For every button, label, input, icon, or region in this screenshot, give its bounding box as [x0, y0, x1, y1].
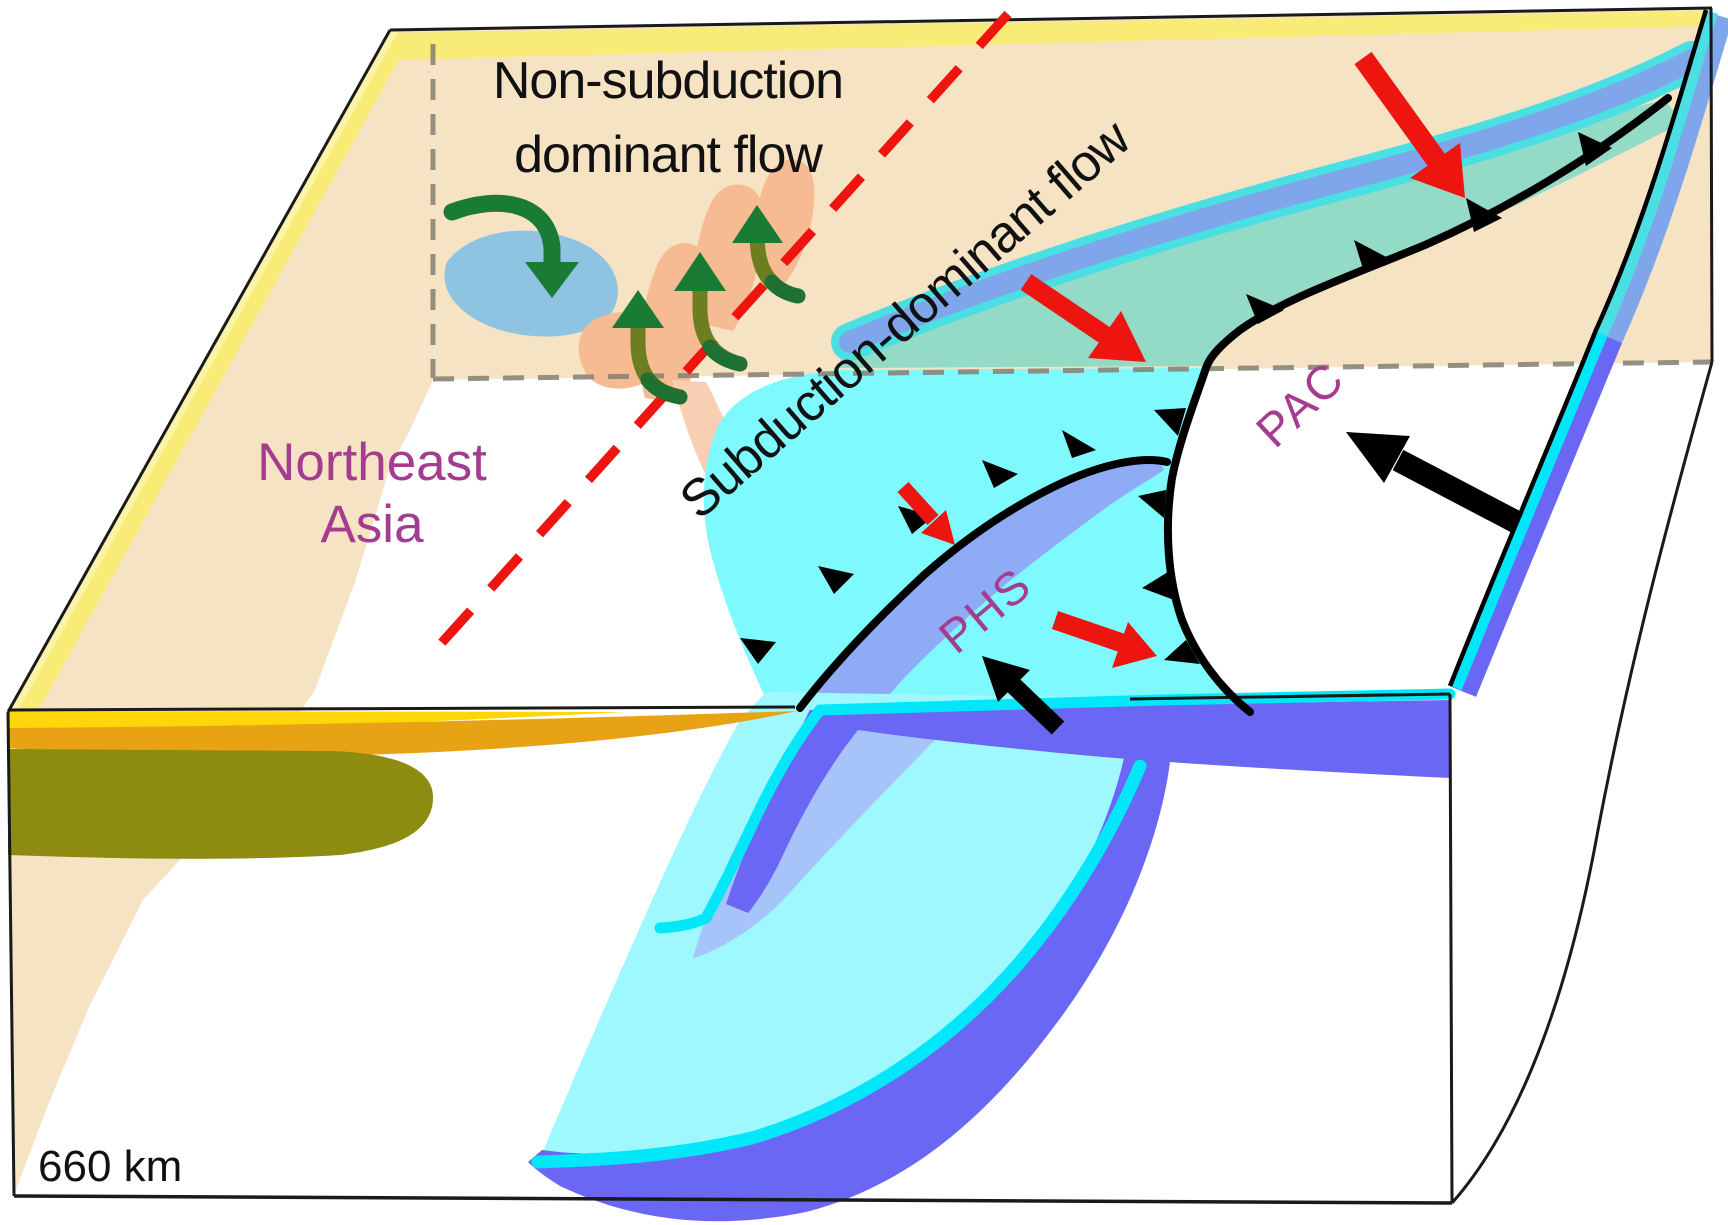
craton-root-olive	[8, 749, 434, 859]
lithosphere-layer-amber	[8, 711, 797, 757]
box-outline	[6, 6, 1714, 1205]
upwelling-arrow-hook-1	[640, 372, 688, 405]
trenches	[740, 94, 1672, 716]
phs-slab-band-map	[800, 456, 1164, 710]
slab-ribbon-bands	[528, 688, 1456, 1222]
depth-660km-label: 660 km	[38, 1142, 183, 1191]
box-edge-front-right	[1448, 693, 1454, 1204]
flow-arrow-shaft-east	[1051, 611, 1126, 652]
flow-arrow-shaft-ne	[1354, 51, 1449, 172]
slab-edge-stripe-bottom	[531, 759, 1147, 1169]
phs-motion-arrow-shaft	[1005, 677, 1065, 735]
philippine-trench-line	[796, 456, 1171, 712]
upwelling-arrow-head-icon-3	[732, 205, 783, 243]
northeast-asia-line1: Northeast	[257, 433, 487, 492]
non-subduction-flow-label: Non-subduction dominant flow	[458, 44, 878, 192]
pacific-slab-right-edge-band	[1447, 9, 1728, 697]
box-edge-left	[6, 29, 392, 713]
slab-underside-purple-deep	[528, 756, 1170, 1222]
downwelling-region-blob	[444, 230, 618, 337]
upwelling-arrow-head-icon-2	[674, 252, 726, 291]
edge-band-outline	[1447, 9, 1709, 687]
upwelling-downwelling-arrows	[443, 194, 806, 405]
box-edge-front-top-left	[7, 705, 796, 712]
crust-stripe-left-pale	[8, 30, 398, 714]
flow-arrow-shaft-mid	[1020, 274, 1112, 344]
phs-motion-arrow-head	[982, 656, 1030, 702]
edge-band-cyan-upper	[1596, 10, 1718, 337]
flow-arrow-shaft-small	[897, 481, 939, 526]
pac-motion-arrow-shaft	[1392, 449, 1524, 534]
box-edge-bottom-660km	[13, 1194, 1453, 1205]
upwelling-arrow-hook-2	[702, 339, 748, 372]
box-edge-top	[389, 6, 1713, 32]
box-edge-front-top-right	[1129, 692, 1451, 701]
upwelling-arrow-hook-3	[764, 274, 806, 304]
slab-hinge-blue-band	[839, 49, 1703, 353]
slab-surface-pale-cyan	[540, 692, 1148, 1158]
pac-motion-arrow-head	[1346, 432, 1410, 483]
non-subduction-line1: Non-subduction	[492, 52, 844, 110]
flow-arrow-head-east	[1112, 622, 1157, 668]
box-edge-right-diagonal	[1450, 361, 1714, 1204]
upwelling-arrow-head-icon-1	[612, 290, 664, 328]
mantle-flow-arrows-red	[897, 51, 1465, 668]
slab-map-exposed	[703, 368, 1250, 710]
continental-lithosphere-section	[8, 711, 797, 859]
crust-stripe-top	[392, 11, 1710, 60]
slab-crust-purple-top	[726, 700, 1450, 913]
flow-arrow-head-ne	[1410, 143, 1465, 198]
downwelling-arrow-head-icon	[525, 262, 579, 298]
box-edge-right-clip	[1709, 7, 1714, 363]
non-subduction-line2: dominant flow	[514, 126, 823, 184]
flow-arrow-head-small	[921, 510, 955, 545]
edge-band-blue-lower	[1451, 333, 1623, 697]
edge-band-blue-upper	[1598, 12, 1728, 344]
flow-arrow-head-mid	[1088, 311, 1146, 362]
downwelling-arrow-shaft	[443, 194, 561, 273]
box-edge-front-left	[6, 711, 16, 1197]
plume-blob-upper-right	[754, 159, 815, 289]
northeast-asia-label: Northeast Asia	[222, 432, 522, 556]
northeast-asia-line2: Asia	[320, 495, 424, 554]
plate-motion-arrows	[982, 432, 1524, 735]
slab-edge-stripe-top	[654, 688, 1456, 934]
edge-band-cyan-lower	[1450, 331, 1608, 691]
